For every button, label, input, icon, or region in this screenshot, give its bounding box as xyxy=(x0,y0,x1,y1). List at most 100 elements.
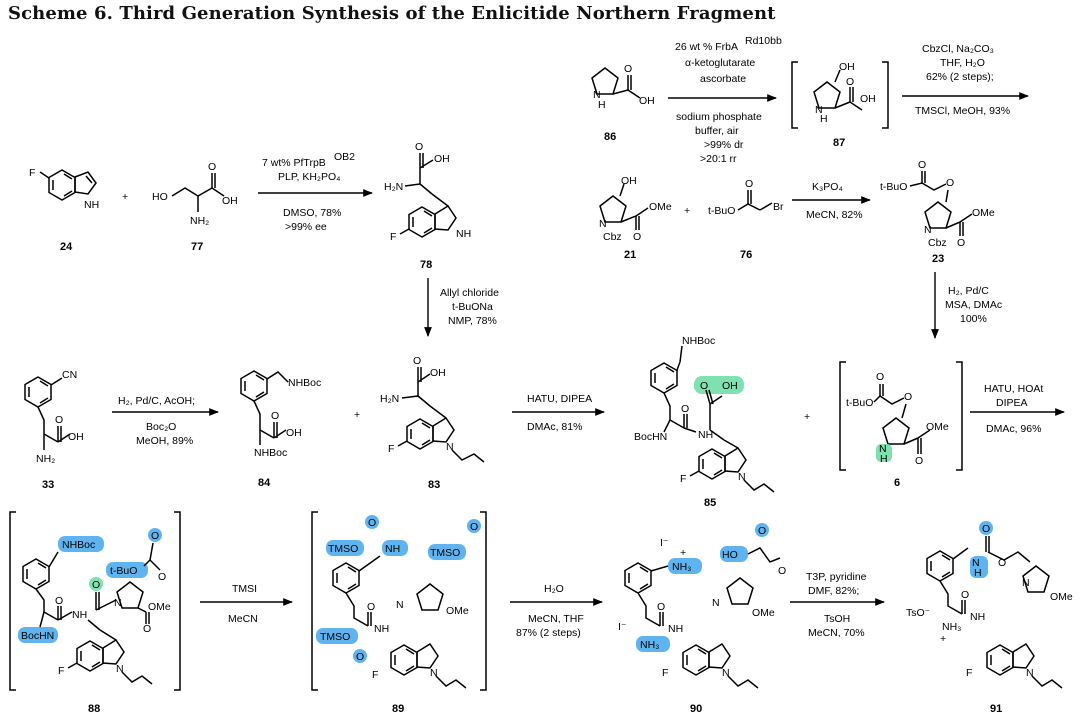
plus-charge: + xyxy=(940,633,946,645)
n-label: N xyxy=(879,443,887,455)
oh-label: OH xyxy=(639,95,655,107)
n-label: N xyxy=(593,89,601,101)
r9-line1: HATU, HOAt xyxy=(984,383,1043,395)
acid-oh-label: OH xyxy=(222,195,238,207)
r6-line3: 100% xyxy=(960,313,987,325)
compound-87-label: 87 xyxy=(833,137,845,149)
o-label: O xyxy=(758,525,766,537)
tbuo-label: t-BuO xyxy=(880,181,907,193)
compound-90-label: 90 xyxy=(690,703,702,715)
compound-83-label: 83 xyxy=(428,479,440,491)
ome-label: OMe xyxy=(1050,591,1073,603)
n-label: N xyxy=(446,441,454,453)
conditions-r12: T3P, pyridine DMF, 82%; TsOH MeCN, 70% xyxy=(806,571,867,639)
f-label: F xyxy=(390,231,396,243)
nh2-label: NH₂ xyxy=(36,453,55,465)
nh-label: NH xyxy=(72,609,87,621)
h2n-label: H₂N xyxy=(384,181,403,193)
scheme-title: Scheme 6. Third Generation Synthesis of … xyxy=(8,3,776,24)
nh-label-2: NH xyxy=(374,623,389,635)
r7-line1: H₂, Pd/C, AcOH; xyxy=(118,395,195,407)
n-label: N xyxy=(738,471,746,483)
r3-line1: CbzCl, Na₂CO₃ xyxy=(922,43,994,55)
nh-label: NH xyxy=(456,228,471,240)
conditions-r2: 26 wt % FrbA Rd10bb α-ketoglutarate asco… xyxy=(675,35,782,165)
amine-label: NH₂ xyxy=(190,215,209,227)
r2-sup: Rd10bb xyxy=(745,35,782,47)
n-label-2: N xyxy=(116,663,124,675)
o-label-5: O xyxy=(143,623,151,635)
oh-label: OH xyxy=(430,367,446,379)
r7-line2: Boc₂O xyxy=(146,421,176,433)
nh-label: NH xyxy=(698,429,713,441)
n-label: N xyxy=(114,597,122,609)
o-label: O xyxy=(271,410,279,422)
ome-label: OMe xyxy=(926,421,949,433)
compound-33-structure: CN O OH NH₂ xyxy=(24,369,84,465)
oh-label: OH xyxy=(286,427,302,439)
r2-line7: >20:1 rr xyxy=(700,153,737,165)
r4-line2: MeCN, 82% xyxy=(806,209,863,221)
nhboc-label-2: NHBoc xyxy=(254,447,287,459)
o-label: O xyxy=(413,355,421,367)
compound-24-label: 24 xyxy=(60,241,73,253)
compound-24-structure: F NH xyxy=(29,167,99,211)
compound-23-label: 23 xyxy=(932,253,944,265)
r12-line4: MeCN, 70% xyxy=(808,627,865,639)
acid-oh-label: OH xyxy=(860,93,876,105)
o-label: O xyxy=(368,517,376,529)
conditions-r8: HATU, DIPEA DMAc, 81% xyxy=(527,393,592,433)
r7-line3: MeOH, 89% xyxy=(136,435,193,447)
tbuo-label: t-BuO xyxy=(708,205,735,217)
r1-sup: OB2 xyxy=(334,151,355,163)
fluoro-label: F xyxy=(29,167,35,179)
ome-label: OMe xyxy=(446,605,469,617)
ome-label: OMe xyxy=(649,201,672,213)
o-label: O xyxy=(846,76,854,88)
f-label: F xyxy=(966,667,972,679)
n-label-2: N xyxy=(722,667,730,679)
o-label-4: O xyxy=(92,579,100,591)
o-label-2: O xyxy=(915,455,923,467)
nh-label: NH xyxy=(970,611,985,623)
compound-86-structure: H N O OH xyxy=(591,63,655,111)
f-label: F xyxy=(662,667,668,679)
nh3-label: NH₃ xyxy=(672,561,691,573)
ome-label: OMe xyxy=(752,607,775,619)
compound-6-structure: O t-BuO O N H O OMe xyxy=(839,361,963,471)
o-label-2: O xyxy=(961,589,969,601)
r6-line1: H₂, Pd/C xyxy=(948,285,989,297)
r9-line3: DMAc, 96% xyxy=(986,423,1041,435)
ome-label: OMe xyxy=(972,207,995,219)
br-label: Br xyxy=(773,201,784,213)
o-label-2: O xyxy=(700,380,708,392)
r3-line2: THF, H₂O xyxy=(940,57,985,69)
n-label: N xyxy=(599,218,607,230)
n-label: N xyxy=(924,224,932,236)
conditions-r10: TMSI MeCN xyxy=(228,583,258,625)
r5-line2: t-BuONa xyxy=(452,301,493,313)
compound-88-structure: NHBoc t-BuO O O O NH BocHN O N O OMe xyxy=(9,511,181,691)
nh-label: NH xyxy=(668,623,683,635)
o-label: O xyxy=(876,371,884,383)
ether-o-label: O xyxy=(904,391,912,403)
n-label-2: N xyxy=(1022,577,1030,589)
o-label-2: O xyxy=(657,601,665,613)
tbuo-label: t-BuO xyxy=(846,397,873,409)
oh-label: OH xyxy=(839,61,855,73)
compound-84-structure: NHBoc O OH NHBoc xyxy=(240,370,321,459)
compound-85-structure: NHBoc O NH BocHN O OH N F xyxy=(634,335,775,493)
iodide-label-2: I⁻ xyxy=(618,621,627,633)
cbz-label: Cbz xyxy=(603,231,622,243)
conditions-r7: H₂, Pd/C, AcOH; Boc₂O MeOH, 89% xyxy=(118,395,195,447)
ether-o-label: O xyxy=(778,565,786,577)
f-label: F xyxy=(372,669,378,681)
conditions-r11: H₂O MeCN, THF 87% (2 steps) xyxy=(516,583,584,639)
iodide-label: I⁻ xyxy=(660,537,669,549)
f-label: F xyxy=(388,443,394,455)
compound-78-structure: O OH H₂N NH F xyxy=(384,141,471,243)
n-label: N xyxy=(815,104,823,116)
carbonyl-o-label: O xyxy=(208,161,216,173)
plus-sign: + xyxy=(122,191,128,203)
r2-line6: >99% dr xyxy=(704,139,744,151)
